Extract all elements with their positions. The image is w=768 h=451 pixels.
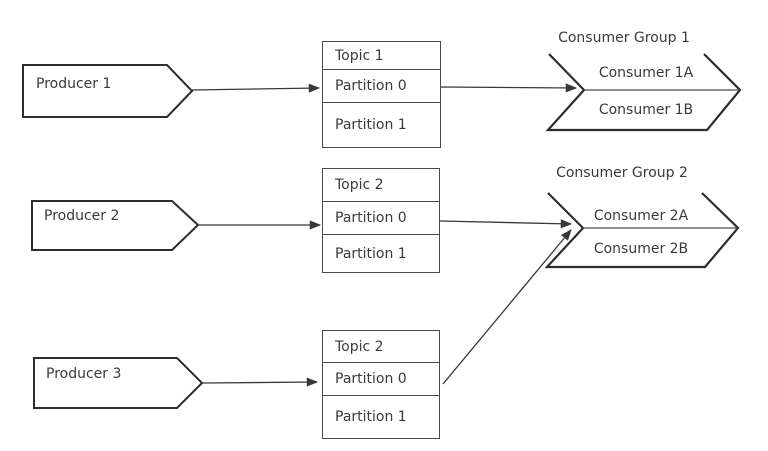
arrow-topic1-to-consumergroup1 xyxy=(440,83,578,93)
partition-row: Partition 1 xyxy=(335,117,407,133)
arrow-topic2-to-consumergroup2 xyxy=(439,219,573,229)
partition-row: Partition 1 xyxy=(335,409,407,425)
consumer-label: Consumer 2B xyxy=(593,241,689,257)
arrow-producer3-to-topic2b xyxy=(201,377,319,387)
consumer-label: Consumer 2A xyxy=(593,208,689,224)
partition-row: Partition 0 xyxy=(323,363,439,396)
consumer-group-1-title: Consumer Group 1 xyxy=(558,30,690,46)
consumer-group-1-outline xyxy=(545,53,742,132)
partition-row: Partition 1 xyxy=(335,245,407,262)
consumer-group-2-outline xyxy=(544,192,740,269)
arrow-producer1-to-topic1 xyxy=(191,83,321,93)
consumer-label: Consumer 1B xyxy=(598,102,694,118)
partition-row: Partition 0 xyxy=(323,70,440,103)
topic-title: Topic 2 xyxy=(323,169,439,202)
producer-1-label: Producer 1 xyxy=(36,76,112,92)
topic-1-box: Topic 1 Partition 0 Partition 1 xyxy=(322,41,441,148)
consumer-label: Consumer 1A xyxy=(598,65,694,81)
producer-2-label: Producer 2 xyxy=(44,208,120,224)
producer-3-shape xyxy=(33,357,204,409)
consumer-group-2-title: Consumer Group 2 xyxy=(556,165,688,181)
topic-2b-box: Topic 2 Partition 0 Partition 1 xyxy=(322,330,440,439)
producer-2-shape xyxy=(31,200,200,251)
producer-1-shape xyxy=(22,64,194,118)
producer-3-label: Producer 3 xyxy=(46,366,122,382)
topic-title: Topic 1 xyxy=(323,42,440,70)
partition-row: Partition 0 xyxy=(323,202,439,235)
topic-2-box: Topic 2 Partition 0 Partition 1 xyxy=(322,168,440,273)
arrow-topic2b-to-consumergroup2 xyxy=(442,229,572,385)
topic-title: Topic 2 xyxy=(323,331,439,363)
